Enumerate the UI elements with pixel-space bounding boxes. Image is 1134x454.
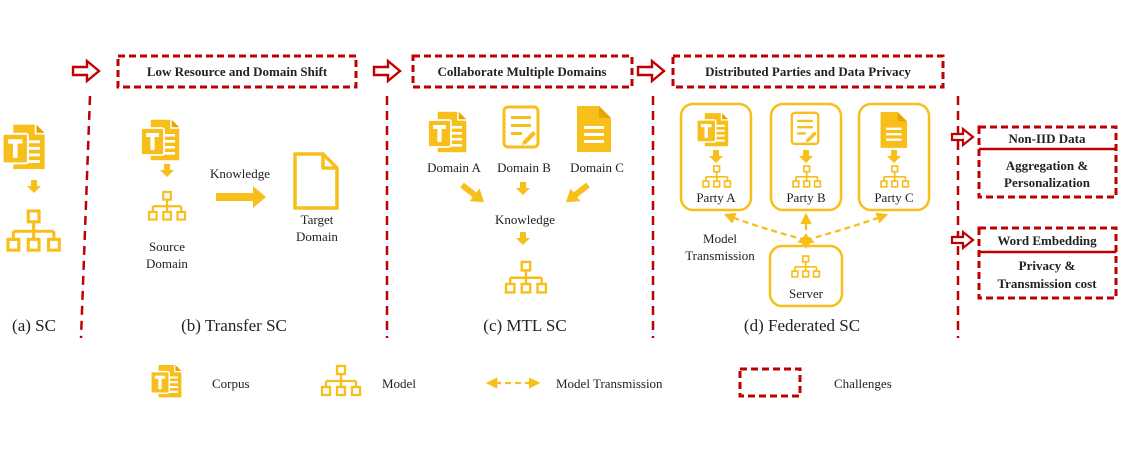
caption-mtl: (c) MTL SC (483, 316, 566, 335)
model-icon (320, 364, 362, 397)
challenge-distributed-label: Distributed Parties and Data Privacy (705, 64, 911, 79)
server-label: Server (789, 286, 824, 301)
transmission-label-2: Transmission (685, 248, 755, 263)
party-b-label: Party B (786, 190, 826, 205)
down-arrow-icon (887, 150, 901, 163)
challenge-multi-domain-label: Collaborate Multiple Domains (438, 64, 607, 79)
challenge-privacy-label-2: Transmission cost (997, 276, 1097, 291)
challenge-box-word-embedding (977, 226, 1118, 300)
down-arrow-icon (516, 182, 530, 195)
document-icon (790, 111, 820, 146)
knowledge-arrow (460, 182, 485, 203)
source-domain-label-2: Domain (146, 256, 188, 271)
federated-challenges: Non-IID Data Aggregation & Personalizati… (950, 125, 1118, 300)
model-icon (880, 165, 910, 188)
page-icon (880, 112, 908, 148)
party-c-label: Party C (874, 190, 913, 205)
mtl-knowledge-label: Knowledge (495, 212, 555, 227)
caption-sc: (a) SC (12, 316, 56, 335)
domain-c-label: Domain C (570, 160, 624, 175)
panel-transfer: Source Domain Knowledge Target Domain (b… (140, 118, 339, 335)
hollow-arrow-icon (636, 59, 666, 83)
model-icon (6, 209, 61, 252)
source-domain-label-1: Source (149, 239, 185, 254)
page-icon (577, 106, 611, 152)
down-arrow-icon (709, 150, 723, 163)
transmission-label-1: Model (703, 231, 737, 246)
target-domain-label-1: Target (301, 212, 334, 227)
down-arrow-icon (799, 150, 813, 163)
target-domain-label-2: Domain (296, 229, 338, 244)
party-b-box (769, 102, 843, 212)
hollow-arrow-icon (950, 127, 975, 147)
model-icon (791, 255, 821, 278)
panel-federated: Party A Party B Party C Server Model Tra… (679, 102, 931, 335)
legend-transmission-label: Model Transmission (556, 376, 663, 391)
model-icon (702, 165, 732, 188)
corpus-icon (140, 118, 181, 162)
model-icon (147, 190, 187, 221)
domain-a-label: Domain A (427, 160, 481, 175)
party-a-box (679, 102, 753, 212)
caption-federated: (d) Federated SC (744, 316, 860, 335)
panel-mtl: Domain A Domain B Domain C Knowledge (c)… (427, 105, 624, 335)
challenge-aggregation-label-1: Aggregation & (1006, 158, 1089, 173)
challenge-box-multi-domain (411, 54, 634, 89)
down-arrow-icon (516, 232, 530, 245)
challenge-word-embedding-label: Word Embedding (997, 233, 1097, 248)
challenge-box-distributed (671, 54, 945, 89)
document-icon (502, 105, 540, 149)
knowledge-arrow (565, 182, 590, 203)
panel-sc: (a) SC (1, 122, 61, 335)
party-a-label: Party A (696, 190, 736, 205)
transmission-arrow-a (723, 212, 815, 245)
party-c-box (857, 102, 931, 212)
legend-challenge-box (738, 367, 802, 398)
legend-model-label: Model (382, 376, 416, 391)
legend-challenges-label: Challenges (834, 376, 892, 391)
separator-line (79, 95, 92, 339)
corpus-icon (427, 110, 468, 154)
hollow-arrow-icon (71, 59, 101, 83)
legend: Corpus Model Model Transmission Challeng… (150, 363, 892, 399)
down-arrow-icon (160, 164, 174, 177)
hollow-arrow-icon (372, 59, 402, 83)
challenge-privacy-label-1: Privacy & (1019, 258, 1076, 273)
legend-corpus-label: Corpus (212, 376, 250, 391)
challenge-non-iid-label: Non-IID Data (1009, 131, 1086, 146)
transmission-arrow-c (797, 212, 889, 245)
target-page-icon (293, 152, 339, 210)
domain-b-label: Domain B (497, 160, 551, 175)
down-arrow-icon (27, 180, 41, 193)
corpus-icon (150, 363, 183, 399)
challenge-box-non-iid (977, 125, 1118, 199)
corpus-icon (696, 111, 730, 148)
model-icon (792, 165, 822, 188)
caption-transfer: (b) Transfer SC (181, 316, 287, 335)
corpus-icon (1, 122, 47, 171)
challenge-box-low-resource (116, 54, 358, 89)
challenge-aggregation-label-2: Personalization (1004, 175, 1091, 190)
hollow-arrow-icon (950, 230, 975, 250)
knowledge-arrow (216, 186, 266, 208)
challenge-low-resource-label: Low Resource and Domain Shift (147, 64, 328, 79)
transfer-knowledge-label: Knowledge (210, 166, 270, 181)
model-icon (504, 260, 548, 294)
